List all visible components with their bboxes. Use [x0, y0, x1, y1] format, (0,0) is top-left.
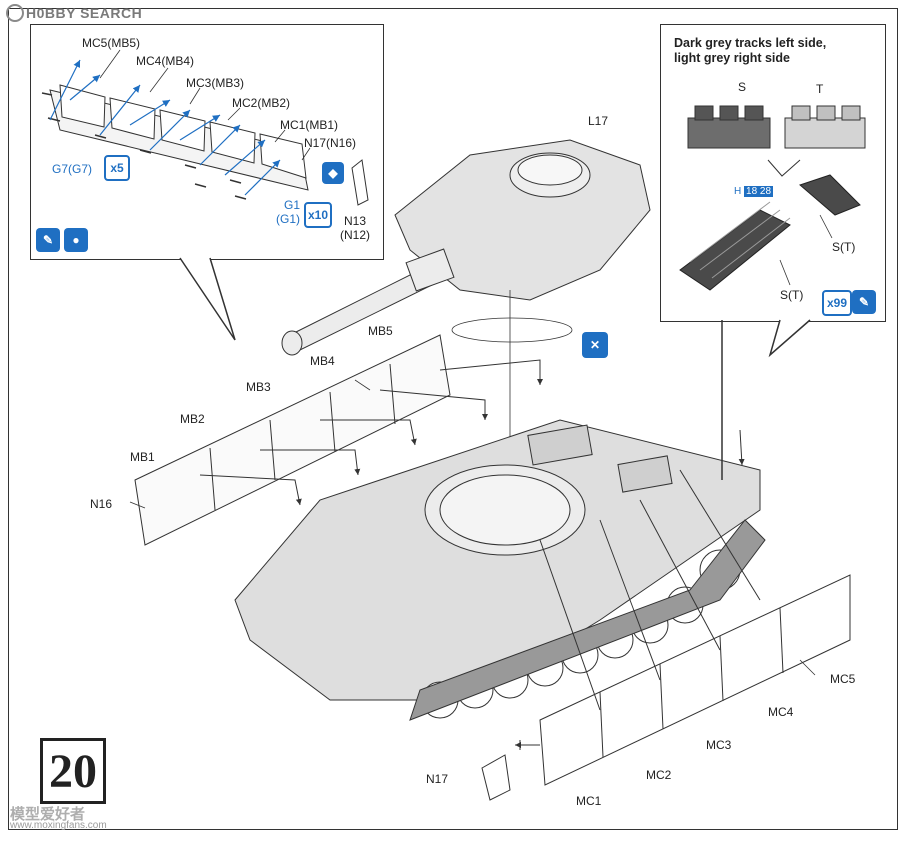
label-st-2: S(T): [780, 288, 804, 302]
label-mc4-mb4: MC4(MB4): [136, 54, 195, 68]
label-mb3: MB3: [246, 380, 271, 394]
label-mc5: MC5: [830, 672, 856, 686]
left-callout-pointer: [179, 257, 236, 341]
paint-brush-icon-right: ✎: [852, 290, 876, 314]
label-mc4: MC4: [768, 705, 794, 719]
label-mc1-mb1: MC1(MB1): [280, 118, 339, 132]
hobbysearch-watermark: H0BBY SEARCH: [6, 4, 142, 22]
gun-barrel: [281, 248, 455, 356]
label-mc1: MC1: [576, 794, 602, 808]
label-n12: (N12): [340, 228, 371, 242]
n17-bracket: [481, 754, 511, 801]
label-mc2-mb2: MC2(MB2): [232, 96, 291, 110]
label-mc3: MC3: [706, 738, 732, 752]
hull: [234, 419, 761, 701]
label-mc3-mb3: MC3(MB3): [186, 76, 245, 90]
label-n13: N13: [344, 214, 367, 228]
main-assembly-arrows: [199, 359, 761, 750]
label-mb4: MB4: [310, 354, 335, 368]
skirt-plates-detail: [49, 84, 309, 191]
n13-bracket: [351, 159, 369, 206]
label-track-t: T: [816, 82, 824, 96]
assembled-track-run: [679, 201, 791, 291]
right-side-skirts-mc: [539, 574, 851, 786]
g1-quantity-badge: x10: [304, 202, 332, 228]
skirt-hanger-pins: [41, 92, 247, 200]
left-side-skirts-mb: [134, 334, 451, 546]
label-g7: G7(G7): [52, 162, 93, 176]
main-leader-lines: [129, 379, 816, 676]
label-g1: G1: [284, 198, 301, 212]
instruction-frame: [8, 8, 898, 830]
label-mb2: MB2: [180, 412, 205, 426]
glue-drop-icon: ●: [64, 228, 88, 252]
g7-quantity-badge: x5: [104, 155, 130, 181]
paint-brush-icon: ✎: [36, 228, 60, 252]
part-h-numbers: 18 28: [744, 186, 774, 197]
label-n16: N16: [90, 497, 113, 511]
track-run-main: [409, 519, 766, 721]
do-not-glue-icon: ✕: [582, 332, 608, 358]
label-g1-paren: (G1): [276, 212, 300, 226]
right-callout-pointer: [768, 319, 811, 358]
track-link-light-t: [784, 105, 866, 149]
callout-leader-lines: [99, 49, 311, 161]
turret: [394, 139, 651, 301]
label-st-1: S(T): [832, 240, 856, 254]
label-mb1: MB1: [130, 450, 155, 464]
label-track-s: S: [738, 80, 747, 94]
track-quantity-badge: x99: [822, 290, 852, 316]
label-n17-main: N17: [426, 772, 449, 786]
step-number: 20: [40, 738, 106, 804]
track-note-line2: light grey right side: [674, 51, 790, 65]
label-l17: L17: [588, 114, 609, 128]
track-color-note: Dark grey tracks left side,light grey ri…: [674, 36, 874, 66]
part-h-badge: H 18 28: [734, 186, 774, 197]
single-track-link: [799, 174, 861, 216]
blue-assembly-arrows: [49, 59, 281, 196]
moxingfans-watermark: 模型爱好者: [10, 806, 86, 823]
hobbysearch-logo-icon: [6, 4, 24, 22]
label-mc2: MC2: [646, 768, 672, 782]
moxingfans-url: www.moxingfans.com: [10, 820, 107, 831]
direction-icon: ◆: [322, 162, 344, 184]
track-note-line1: Dark grey tracks left side,: [674, 36, 827, 50]
label-n17-n16: N17(N16): [304, 136, 357, 150]
track-link-dark-s: [687, 105, 771, 149]
label-mc5-mb5: MC5(MB5): [82, 36, 141, 50]
label-mb5: MB5: [368, 324, 393, 338]
